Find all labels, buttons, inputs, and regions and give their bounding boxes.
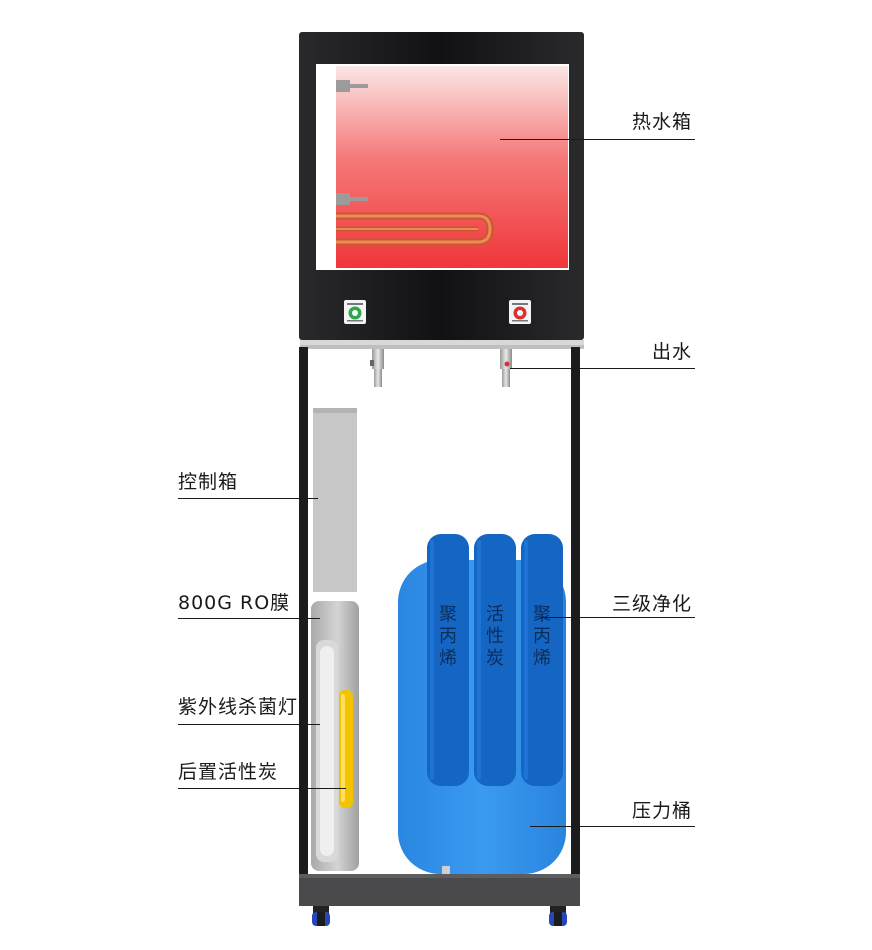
label-control-box: 控制箱 — [178, 471, 239, 493]
leader-ro-membrane — [178, 618, 320, 620]
leader-outlet — [510, 368, 695, 370]
label-hot-tank: 热水箱 — [631, 111, 692, 133]
leader-pressure-tank — [530, 826, 695, 828]
label-three-stage: 三级净化 — [611, 593, 692, 615]
filter-cartridge — [427, 534, 469, 786]
cold-water-button-icon[interactable] — [344, 300, 366, 324]
hot-water-button-icon[interactable] — [509, 300, 531, 324]
faucet-icon[interactable] — [370, 349, 384, 387]
leader-three-stage — [540, 617, 695, 619]
leader-control-box — [178, 498, 318, 500]
base — [299, 874, 580, 906]
filter-cartridge — [521, 534, 563, 786]
leader-uv-lamp — [178, 724, 320, 726]
caster-wheel-icon — [549, 906, 567, 926]
faucet-icon[interactable] — [500, 349, 512, 387]
filter-cartridges — [427, 534, 563, 786]
filter-cartridge — [474, 534, 516, 786]
leader-post-carbon — [178, 788, 346, 790]
caster-wheel-icon — [312, 906, 330, 926]
control-box — [313, 408, 357, 592]
heating-element — [336, 212, 494, 246]
filter-label-1: 聚丙烯 — [439, 604, 457, 669]
frame — [299, 347, 580, 874]
cabinet-shelf — [300, 340, 584, 347]
filter-label-3: 聚丙烯 — [533, 604, 551, 669]
filter-label-2: 活性炭 — [486, 604, 504, 669]
label-pressure-tank: 压力桶 — [631, 800, 692, 822]
hot-water-cabinet — [299, 32, 584, 340]
label-outlet: 出水 — [651, 341, 692, 363]
label-ro-membrane: 800G RO膜 — [178, 592, 291, 614]
label-uv-lamp: 紫外线杀菌灯 — [178, 696, 299, 718]
label-post-carbon: 后置活性炭 — [178, 761, 279, 783]
leader-hot-tank — [500, 139, 695, 141]
